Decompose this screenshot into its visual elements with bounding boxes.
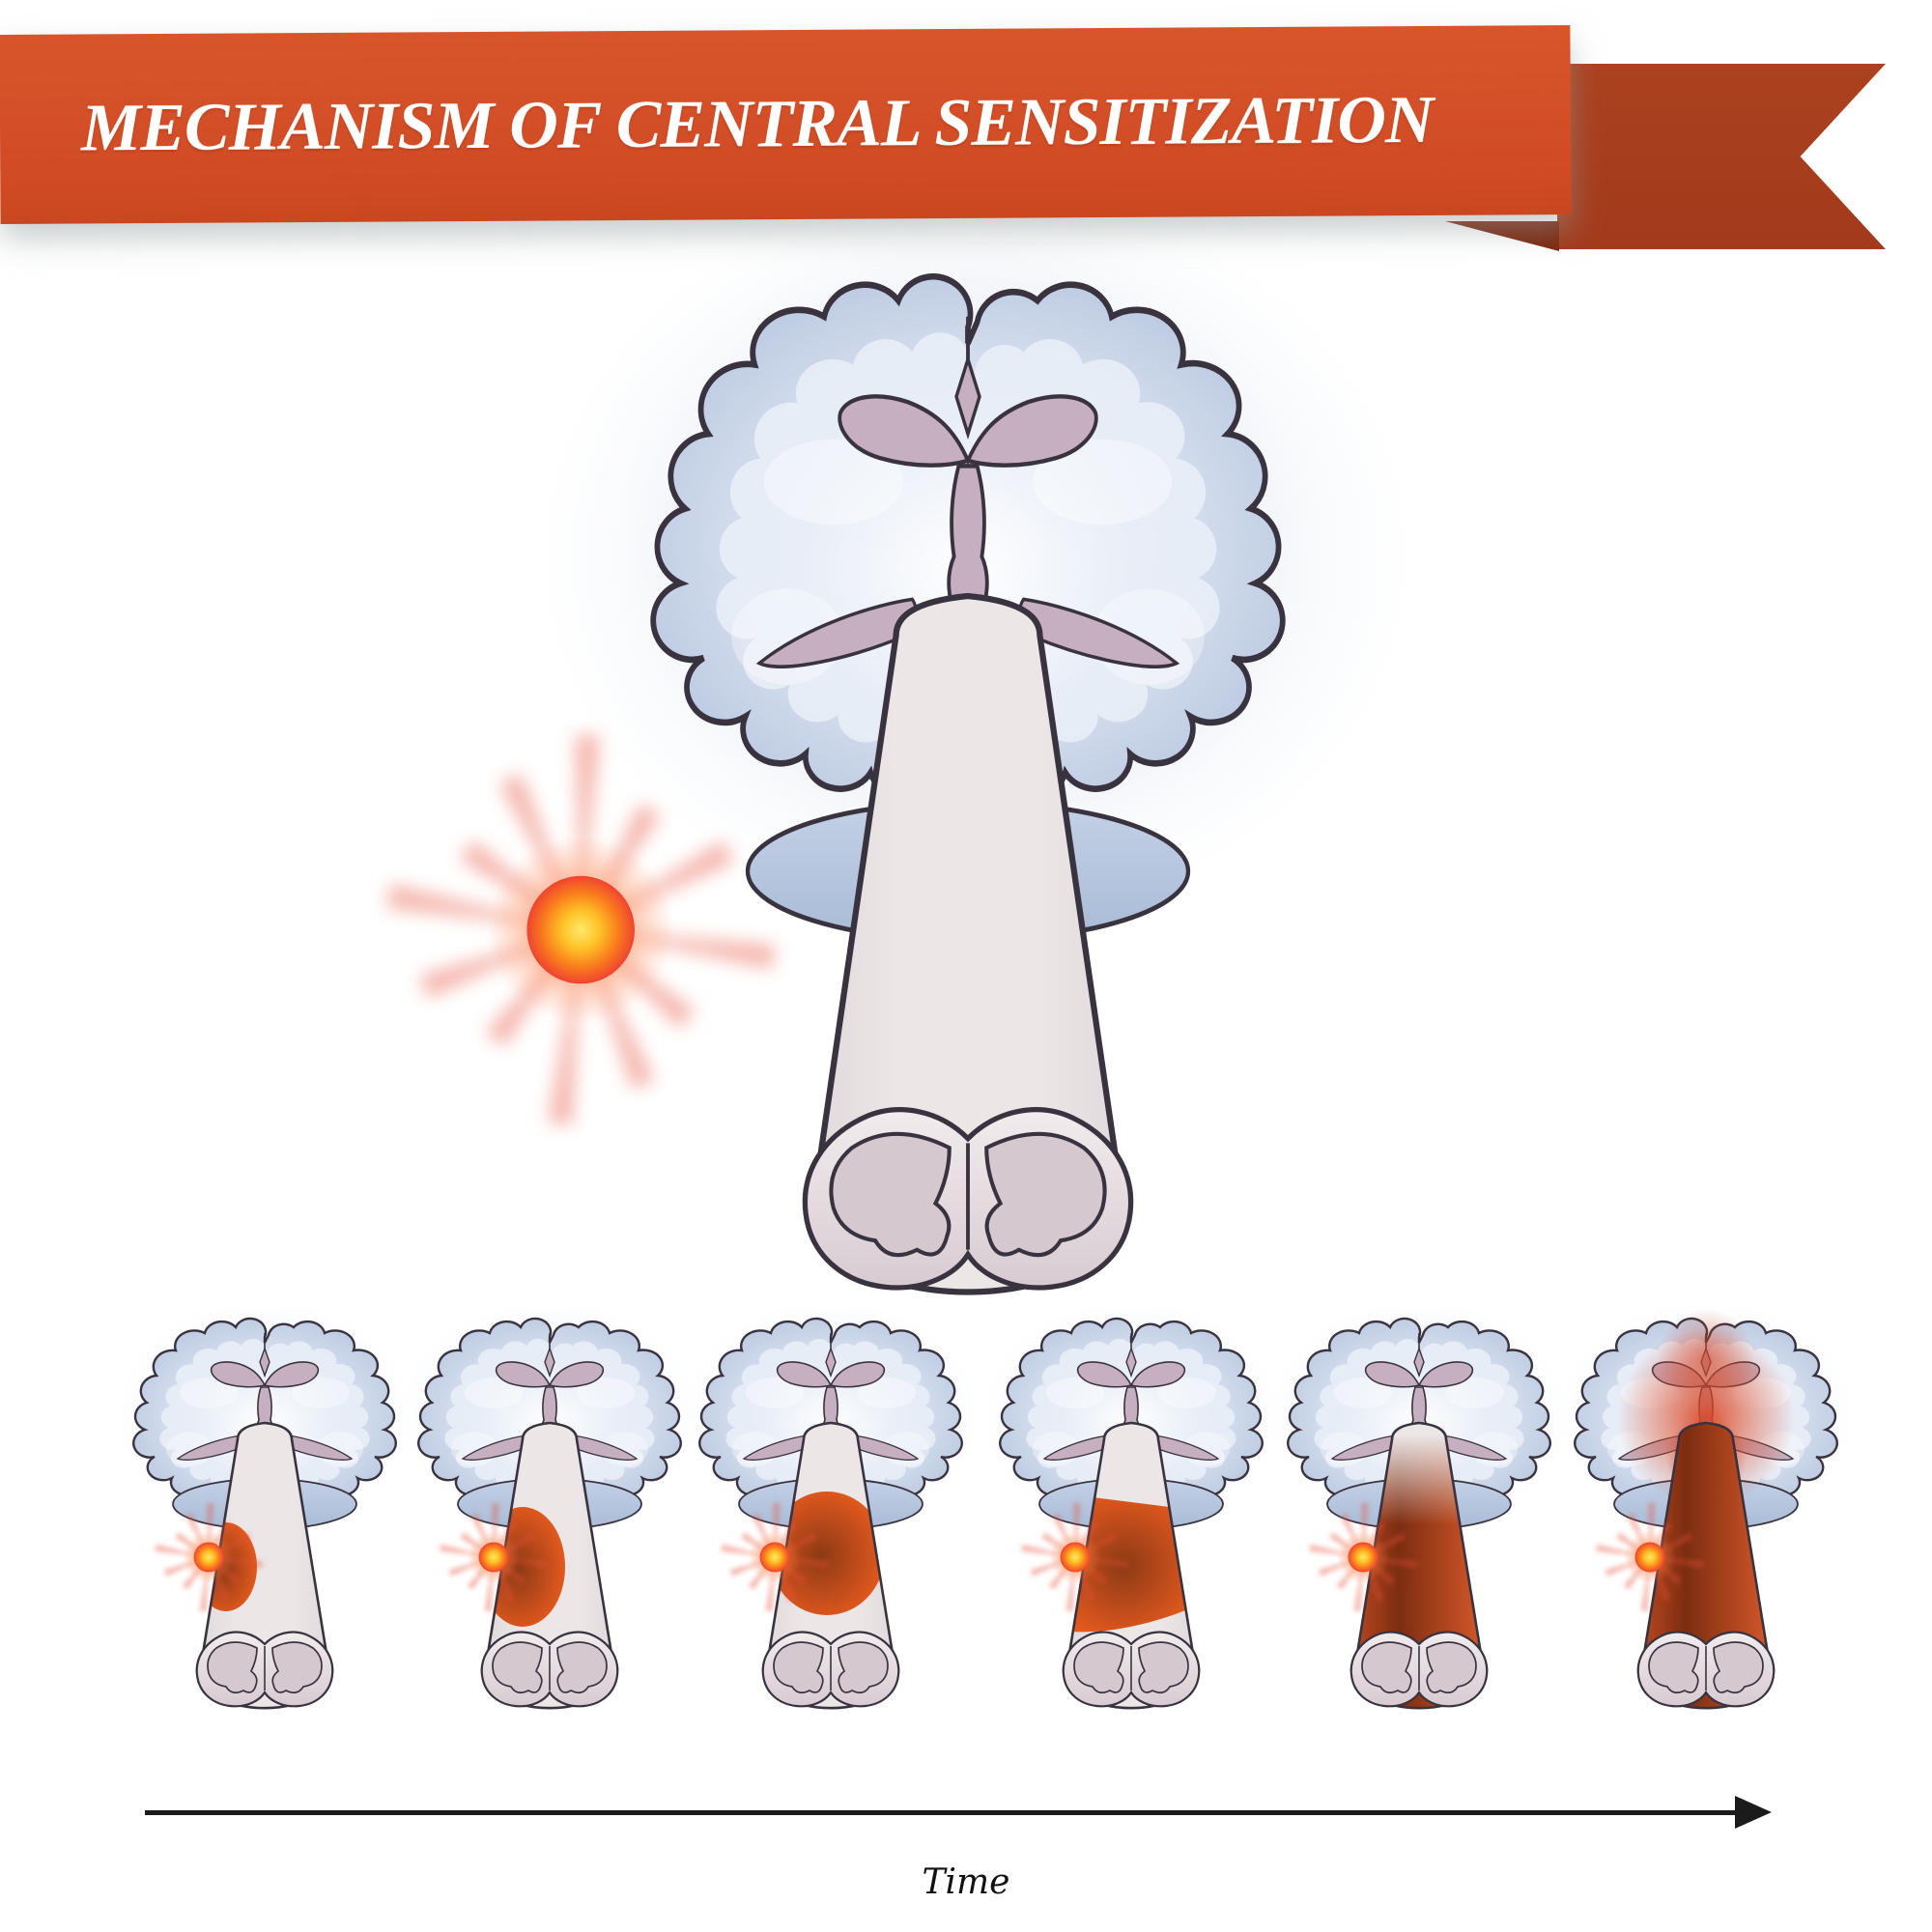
stage-figure-1 — [118, 1304, 412, 1710]
stage-figure-4 — [984, 1304, 1278, 1710]
pain-stimulus-burst-icon — [387, 735, 776, 1125]
time-axis-label: Time — [922, 1862, 1010, 1902]
sensitization-stages-row — [118, 1304, 1853, 1710]
stage-figure-2 — [403, 1304, 696, 1710]
time-arrow-line — [145, 1810, 1741, 1815]
ribbon-flag-tail — [1557, 64, 1886, 249]
time-arrow-head-icon — [1735, 1796, 1772, 1829]
page-title: MECHANISM OF CENTRAL SENSITIZATION — [80, 82, 1434, 166]
stage-figure-6 — [1559, 1304, 1853, 1710]
stage-figure-3 — [684, 1304, 978, 1710]
stage-figure-5 — [1272, 1304, 1566, 1710]
title-ribbon: MECHANISM OF CENTRAL SENSITIZATION — [0, 25, 1572, 224]
time-axis: Time — [0, 1783, 1932, 1918]
main-brain-spinalcord-illustration — [0, 232, 1321, 1295]
main-figure — [387, 232, 1321, 1295]
